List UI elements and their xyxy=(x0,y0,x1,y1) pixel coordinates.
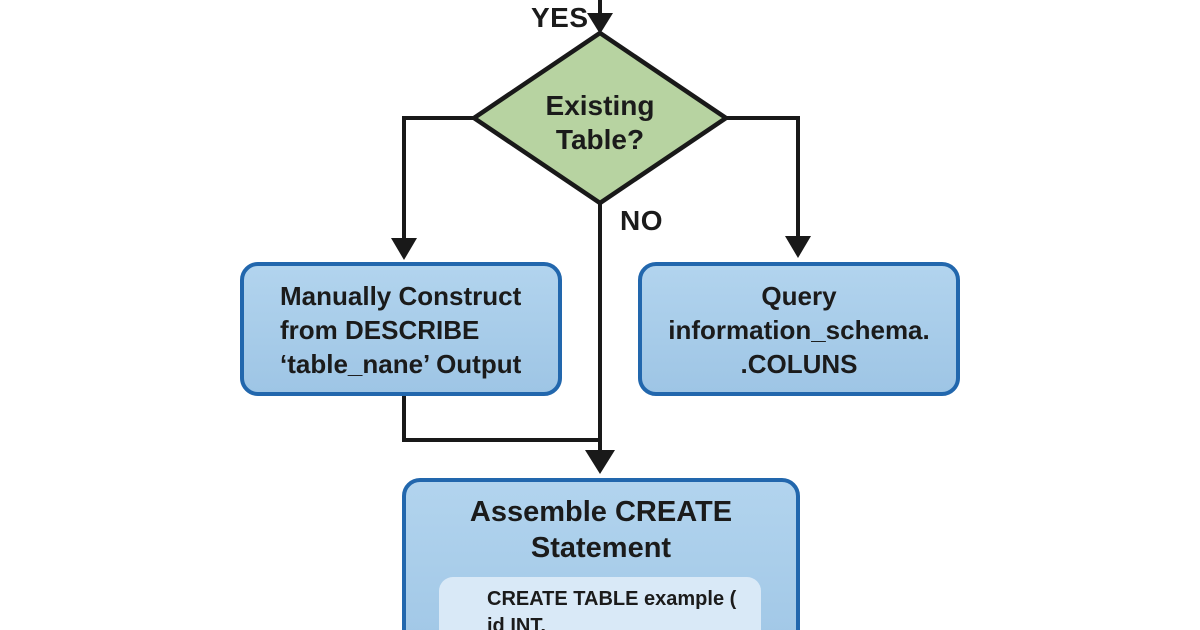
node-manual-construct-text: Manually Construct from DESCRIBE ‘table_… xyxy=(244,266,558,381)
decision-diamond-shape xyxy=(469,30,731,206)
code-line: id INT, xyxy=(487,615,546,630)
node-query-schema: Query information_schema. .COLUNS xyxy=(638,262,960,396)
node-manual-construct: Manually Construct from DESCRIBE ‘table_… xyxy=(240,262,562,396)
node-text-line: ‘table_nane’ Output xyxy=(280,349,522,379)
node-text-line: Manually Construct xyxy=(280,281,522,311)
left-branch-line xyxy=(402,116,476,240)
right-branch-line xyxy=(724,116,800,238)
label-yes: YES xyxy=(531,2,589,33)
node-query-schema-text: Query information_schema. .COLUNS xyxy=(642,266,956,381)
node-text-line: from DESCRIBE xyxy=(280,315,480,345)
node-title-line: Assemble CREATE xyxy=(469,496,733,528)
code-line: CREATE TABLE example ( xyxy=(487,588,737,610)
left-branch-arrowhead-icon xyxy=(391,238,417,260)
node-text-line: information_schema. xyxy=(668,315,930,345)
decision-diamond-label: Existing Table? xyxy=(500,89,700,157)
node-title-line: Statement xyxy=(530,532,672,564)
node-text-line: Query xyxy=(761,281,837,311)
merge-line xyxy=(402,394,602,442)
right-branch-arrowhead-icon xyxy=(785,236,811,258)
node-assemble-create: Assemble CREATE Statement CREATE TABLE e… xyxy=(402,478,800,630)
label-no: NO xyxy=(620,205,663,236)
node-assemble-create-title: Assemble CREATE Statement xyxy=(406,482,796,566)
top-entry-arrowhead-icon xyxy=(587,13,613,34)
code-snippet-box: CREATE TABLE example ( id INT, xyxy=(439,577,761,630)
decision-text-line: Table? xyxy=(555,124,645,155)
node-text-line: .COLUNS xyxy=(740,349,858,379)
decision-text-line: Existing xyxy=(545,90,655,121)
no-branch-arrowhead-icon xyxy=(585,450,615,474)
